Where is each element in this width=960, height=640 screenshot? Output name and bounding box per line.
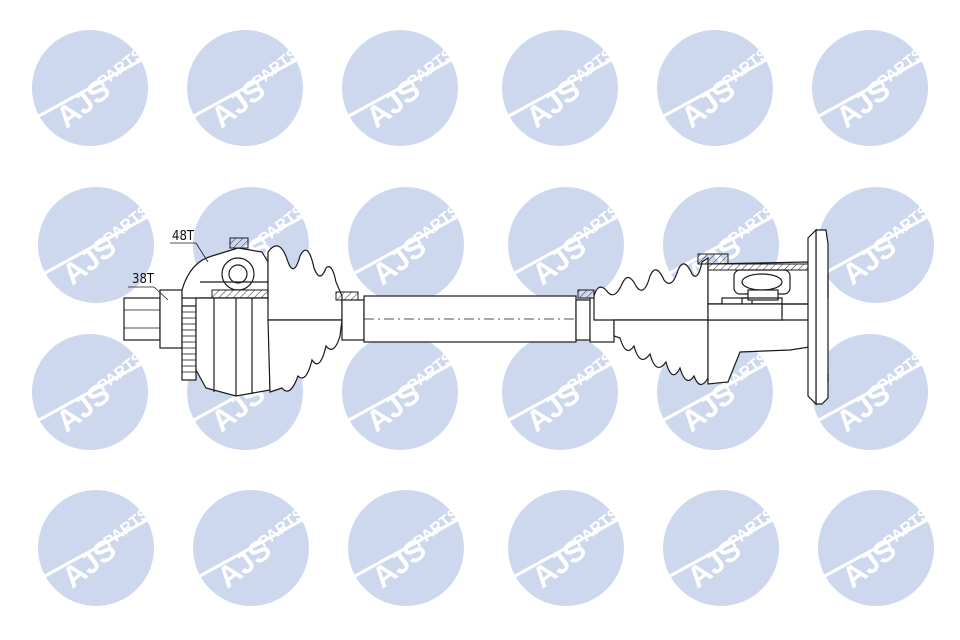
watermark-logo: AJS PARTS — [33, 490, 159, 606]
watermark-logo: AJS PARTS — [337, 334, 463, 450]
callout-38t: 38T — [128, 272, 169, 301]
label-48t: 48T — [172, 229, 195, 244]
watermark-logo: AJS PARTS — [497, 334, 623, 450]
watermark-logo: AJS PARTS — [33, 187, 159, 303]
watermark-logo: AJS PARTS — [503, 187, 629, 303]
watermark-logo: AJS PARTS — [27, 30, 153, 146]
watermark-logo: AJS PARTS — [343, 490, 469, 606]
watermark-logo: AJS PARTS — [807, 334, 933, 450]
watermark-logo: AJS PARTS — [807, 30, 933, 146]
watermark-logo: AJS PARTS — [503, 490, 629, 606]
label-38t: 38T — [132, 272, 155, 287]
inner-joint-housing — [707, 228, 829, 406]
outer-cv-joint — [123, 237, 271, 397]
outer-boot — [267, 245, 365, 393]
watermark-logo: AJS PARTS — [27, 334, 153, 450]
main-shaft — [363, 295, 615, 343]
watermark-logo: AJS PARTS — [182, 30, 308, 146]
watermark-logo: AJS PARTS — [813, 187, 939, 303]
abs-ring-teeth — [182, 311, 196, 373]
watermark-logo: AJS PARTS — [497, 30, 623, 146]
watermark-logo: AJS PARTS — [813, 490, 939, 606]
watermark-logo: AJS PARTS — [343, 187, 469, 303]
watermark-logo: AJS PARTS — [188, 490, 314, 606]
watermark-logo: AJS PARTS — [658, 490, 784, 606]
watermark-logo: AJS PARTS — [652, 30, 778, 146]
watermark-logo: AJS PARTS — [337, 30, 463, 146]
callout-48t: 48T — [170, 229, 209, 263]
inner-boot — [577, 253, 729, 386]
